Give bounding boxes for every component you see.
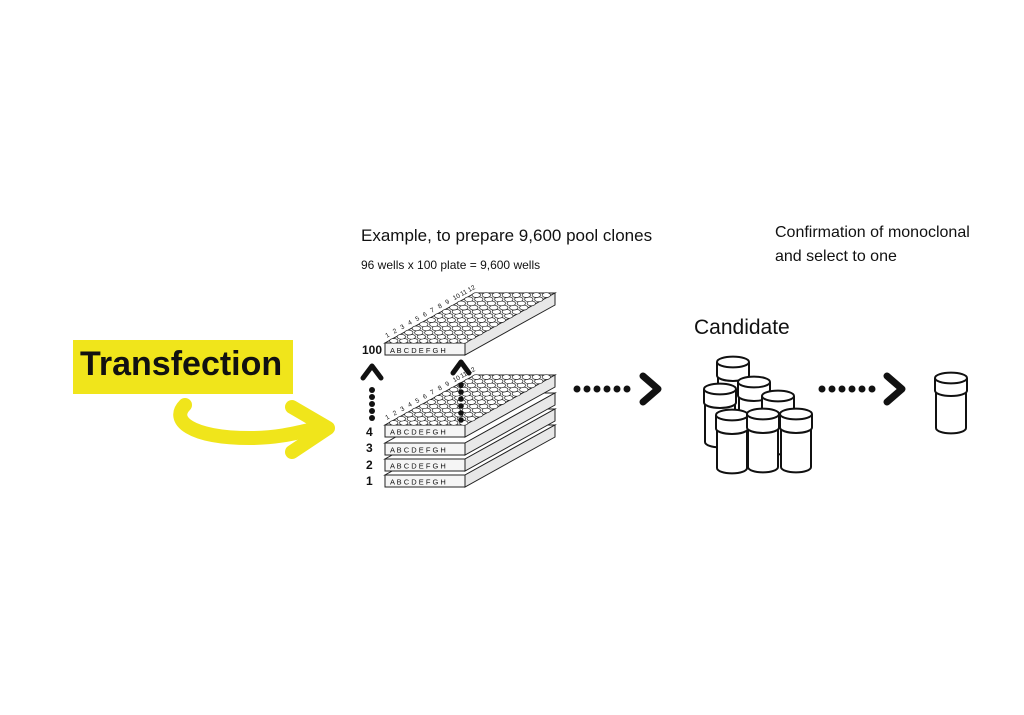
plate-column-number: 9 <box>444 380 451 388</box>
candidate-tube-cluster <box>703 355 813 475</box>
plate-column-number: 6 <box>422 311 429 319</box>
dotted-arrow-right-icon <box>573 372 662 406</box>
plate-well <box>511 374 521 380</box>
plate-column-number: 3 <box>399 323 406 331</box>
plate-column-number: 4 <box>407 401 414 409</box>
plate-number-1: 1 <box>366 474 373 488</box>
plate-column-number: 11 <box>459 288 469 298</box>
plate-well <box>471 374 481 380</box>
plate-well <box>441 309 451 315</box>
plate-well <box>419 321 429 328</box>
plate-column-number: 10 <box>452 292 462 302</box>
plate-well <box>481 374 491 380</box>
plate-well <box>521 374 531 380</box>
plate-column-number: 7 <box>429 307 436 315</box>
plate-column-number: 4 <box>407 319 414 327</box>
plate-well <box>411 325 421 332</box>
plate-well <box>426 399 436 405</box>
plate-well <box>541 374 551 380</box>
plate-3-row-letters: A B C D E F G H <box>390 446 446 455</box>
plate-well <box>531 374 541 380</box>
plate-well <box>531 292 541 298</box>
plate-well <box>511 292 521 298</box>
plate-column-number: 2 <box>392 327 399 335</box>
example-subheading: 96 wells x 100 plate = 9,600 wells <box>361 258 541 272</box>
tube-icon <box>779 407 813 474</box>
plate-column-number: 5 <box>414 315 421 323</box>
plate-well <box>389 338 399 344</box>
confirmation-line-2: and select to one <box>775 248 897 265</box>
plate-column-number: 2 <box>392 409 399 417</box>
plate-well <box>434 313 444 319</box>
plate-well <box>396 334 406 340</box>
plate-well <box>491 374 501 380</box>
plate-column-number: 12 <box>467 284 477 294</box>
plate-well <box>521 292 531 298</box>
example-heading: Example, to prepare 9,600 pool clones <box>361 226 653 245</box>
transfection-highlight <box>73 340 293 394</box>
plate-well <box>481 292 491 298</box>
dotted-arrow-right-icon <box>818 372 906 406</box>
plate-number-4: 4 <box>366 425 373 439</box>
plate-column-number: 1 <box>384 414 391 422</box>
plate-number-2: 2 <box>366 458 373 472</box>
plate-well <box>491 292 501 298</box>
plate-well <box>449 304 459 311</box>
plate-well <box>389 420 399 426</box>
plate-well <box>471 292 481 298</box>
plate-100-row-letters: A B C D E F G H <box>390 346 446 355</box>
plate-column-number: 9 <box>444 298 451 306</box>
plate-column-number: 6 <box>422 393 429 401</box>
plate-well <box>404 329 414 336</box>
plate-well <box>501 292 511 298</box>
plate-column-number: 3 <box>399 405 406 413</box>
plate-well <box>464 296 474 303</box>
plate-number-3: 3 <box>366 441 373 455</box>
plate-well <box>456 300 466 307</box>
transfection-curved-arrow-icon <box>173 398 335 459</box>
plate-column-number: 12 <box>467 366 477 376</box>
plate-column-number: 5 <box>414 397 421 405</box>
tube-icon <box>746 407 780 474</box>
plate-2-row-letters: A B C D E F G H <box>390 462 446 471</box>
plate-well <box>434 395 444 401</box>
plate-well <box>441 391 451 397</box>
plate-column-number: 8 <box>437 384 444 392</box>
plate-well <box>426 317 436 323</box>
plate-number-100: 100 <box>362 343 383 357</box>
plate-well <box>411 407 421 414</box>
tube-icon <box>715 408 749 475</box>
transfection-label: Transfection <box>80 345 283 383</box>
plate-4-row-letters: A B C D E F G H <box>390 428 446 437</box>
selected-monoclonal-tube <box>934 371 968 435</box>
plate-column-number: 11 <box>459 370 469 380</box>
plate-well <box>449 386 459 393</box>
plate-column-number: 8 <box>437 302 444 310</box>
plate-well <box>501 374 511 380</box>
plate-column-number: 7 <box>429 389 436 397</box>
plate-column-number: 1 <box>384 332 391 340</box>
plate-well <box>541 292 551 298</box>
confirmation-line-1: Confirmation of monoclonal <box>775 224 970 241</box>
plate-well <box>464 378 474 385</box>
plate-well <box>396 416 406 422</box>
plate-well <box>404 411 414 418</box>
plate-stack: A B C D E F G H A B C D E F G H A B C D … <box>383 366 557 488</box>
plate-1-row-letters: A B C D E F G H <box>390 478 446 487</box>
vertical-dotted-arrow-icon <box>450 359 472 423</box>
tube-icon <box>934 371 968 435</box>
vertical-dotted-arrow-icon <box>360 363 384 421</box>
plate-well <box>419 403 429 410</box>
candidate-label: Candidate <box>694 316 790 339</box>
plate-column-number: 10 <box>452 374 462 384</box>
